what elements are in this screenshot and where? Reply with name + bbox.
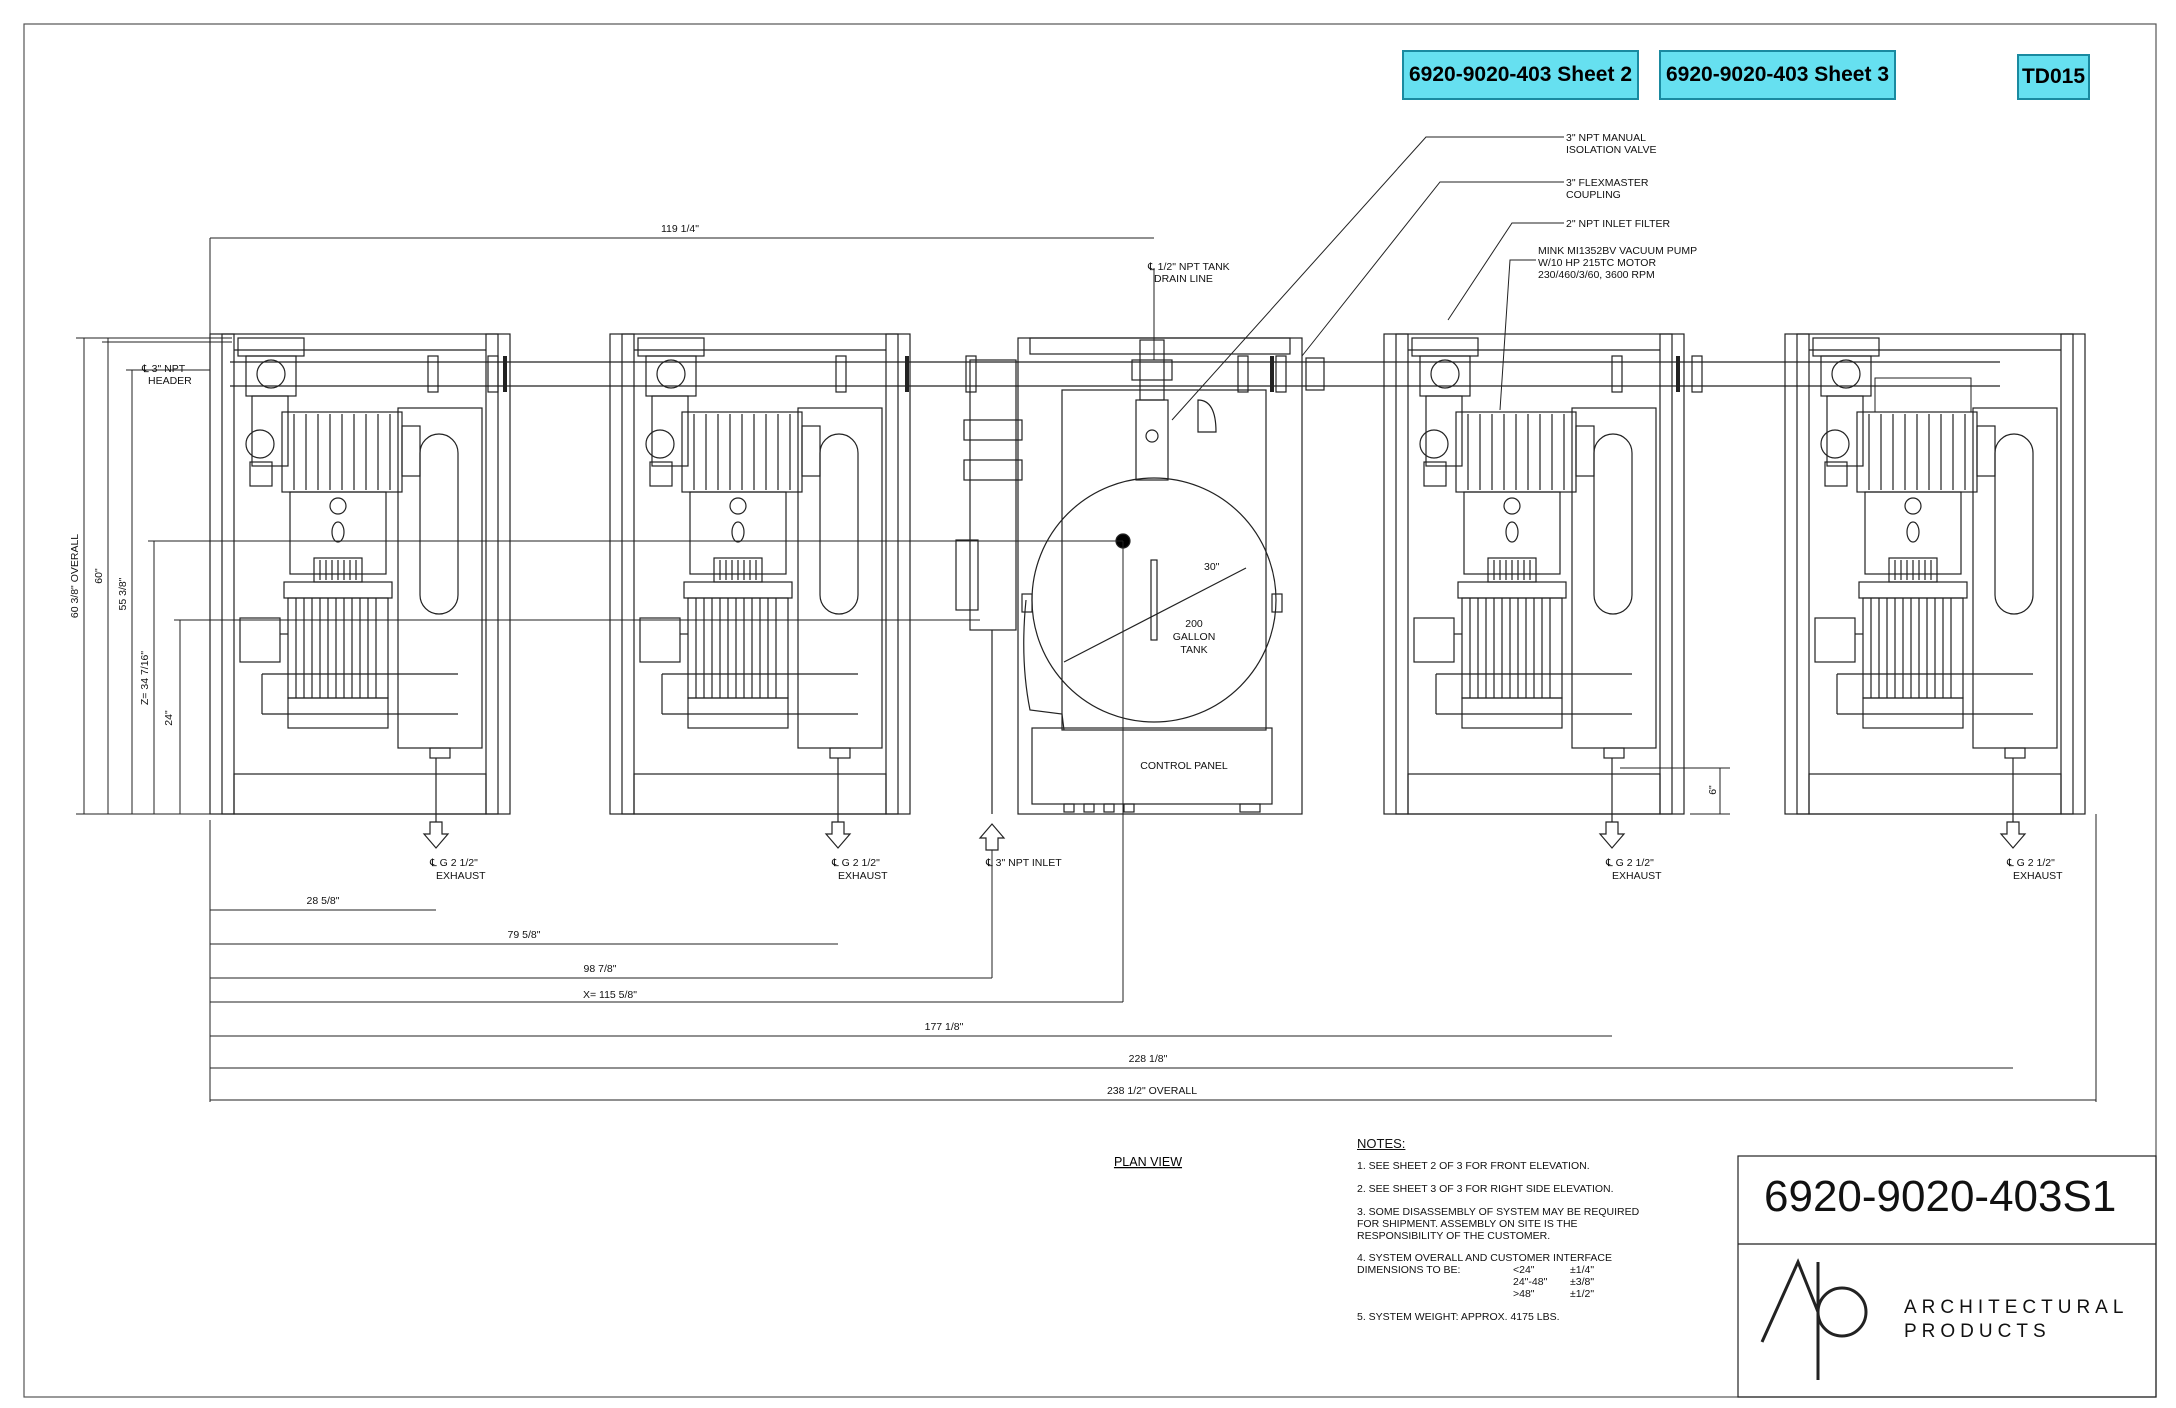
tol-range-1: <24": [1513, 1264, 1535, 1276]
note-3-line2: FOR SHIPMENT. ASSEMBLY ON SITE IS THE: [1357, 1218, 1578, 1230]
note-5: 5. SYSTEM WEIGHT: APPROX. 4175 LBS.: [1357, 1311, 1560, 1323]
notes-heading: NOTES:: [1357, 1136, 1406, 1151]
company-name-line2: PRODUCTS: [1904, 1321, 2051, 1342]
td015-link-button[interactable]: TD015: [2017, 54, 2090, 100]
title-block: [1737, 1155, 2157, 1398]
dim-h3: 98 7/8": [584, 963, 617, 975]
dim-v4: Z= 34 7/16": [139, 651, 151, 705]
dim-h7: 238 1/2" OVERALL: [1107, 1085, 1197, 1097]
tank-label-line3: TANK: [1180, 644, 1207, 656]
control-panel: [1031, 727, 1273, 813]
callout-filter: 2" NPT INLET FILTER: [1566, 218, 1671, 230]
note-1: 1. SEE SHEET 2 OF 3 FOR FRONT ELEVATION.: [1357, 1160, 1590, 1172]
tank-skid: [955, 337, 1303, 815]
callout-pump-line1: MINK MI1352BV VACUUM PUMP: [1538, 245, 1697, 257]
callout-drain-line2: DRAIN LINE: [1154, 273, 1213, 285]
dim-h1: 28 5/8": [307, 895, 340, 907]
exhaust-2-line1: ℄ G 2 1/2": [831, 857, 880, 869]
view-title: PLAN VIEW: [1114, 1155, 1182, 1169]
callout-drain-line1: ℄ 1/2" NPT TANK: [1147, 261, 1230, 273]
note-2: 2. SEE SHEET 3 OF 3 FOR RIGHT SIDE ELEVA…: [1357, 1183, 1614, 1195]
callout-labels: 3" NPT MANUAL ISOLATION VALVE 3" FLEXMAS…: [141, 132, 2063, 882]
note-3-line1: 3. SOME DISASSEMBLY OF SYSTEM MAY BE REQ…: [1357, 1206, 1640, 1218]
drawing-number: 6920-9020-403S1: [1764, 1172, 2117, 1221]
callout-header-line2: HEADER: [148, 375, 192, 387]
header-pipe: [230, 355, 2000, 393]
dim-h6: 228 1/8": [1129, 1053, 1168, 1065]
dim-right: 6": [1707, 785, 1719, 795]
callout-coupling-line1: 3" FLEXMASTER: [1566, 177, 1649, 189]
tol-range-3: >48": [1513, 1288, 1535, 1300]
callout-coupling-line2: COUPLING: [1566, 189, 1621, 201]
sheet-2-link-button[interactable]: 6920-9020-403 Sheet 2: [1402, 50, 1639, 100]
pump-skid-3: [1383, 333, 1685, 815]
callout-leaders: [1153, 136, 1564, 421]
inlet-label: ℄ 3" NPT INLET: [985, 857, 1062, 869]
callout-pump-line2: W/10 HP 215TC MOTOR: [1538, 257, 1656, 269]
dimension-labels: 119 1/4" 28 5/8" 79 5/8" 98 7/8" X= 115 …: [69, 223, 1719, 1097]
exhaust-1-line1: ℄ G 2 1/2": [429, 857, 478, 869]
exhaust-1-line2: EXHAUST: [436, 870, 486, 882]
tol-value-3: ±1/2": [1570, 1288, 1595, 1300]
tank-label-line1: 200: [1185, 618, 1203, 630]
exhaust-2-line2: EXHAUST: [838, 870, 888, 882]
pump-skid-1: [209, 333, 511, 815]
tank-label-line2: GALLON: [1173, 631, 1216, 643]
callout-valve-line2: ISOLATION VALVE: [1566, 144, 1656, 156]
exhaust-3-line2: EXHAUST: [1612, 870, 1662, 882]
exhaust-3-line1: ℄ G 2 1/2": [1605, 857, 1654, 869]
note-4-line1: 4. SYSTEM OVERALL AND CUSTOMER INTERFACE: [1357, 1252, 1612, 1264]
port-arrows: [422, 758, 2027, 851]
exhaust-4-line2: EXHAUST: [2013, 870, 2063, 882]
tol-range-2: 24"-48": [1513, 1276, 1548, 1288]
callout-pump-line3: 230/460/3/60, 3600 RPM: [1538, 269, 1655, 281]
pump-skid-2: [609, 333, 911, 815]
tol-value-1: ±1/4": [1570, 1264, 1595, 1276]
dimension-lines: [76, 237, 2097, 1102]
dim-h2: 79 5/8": [508, 929, 541, 941]
control-panel-label: CONTROL PANEL: [1140, 760, 1228, 772]
pump-skid-4: [1784, 333, 2086, 815]
tank-200-gallon: [1021, 477, 1283, 731]
tol-value-2: ±3/8": [1570, 1276, 1595, 1288]
callout-valve-line1: 3" NPT MANUAL: [1566, 132, 1646, 144]
dim-h4: X= 115 5/8": [583, 989, 637, 1001]
note-4-line2: DIMENSIONS TO BE:: [1357, 1264, 1461, 1276]
dim-v2: 60": [93, 568, 105, 584]
note-3-line3: RESPONSIBILITY OF THE CUSTOMER.: [1357, 1230, 1551, 1242]
callout-header-line1: ℄ 3" NPT: [141, 363, 186, 375]
dim-v5: 24": [163, 710, 175, 726]
sheet-3-link-button[interactable]: 6920-9020-403 Sheet 3: [1659, 50, 1896, 100]
dim-top: 119 1/4": [661, 223, 699, 235]
exhaust-4-line1: ℄ G 2 1/2": [2006, 857, 2055, 869]
dim-v3: 55 3/8": [117, 577, 129, 610]
dim-v1: 60 3/8" OVERALL: [69, 534, 81, 618]
tank-diameter-label: 30": [1204, 561, 1220, 573]
dim-h5: 177 1/8": [925, 1021, 964, 1033]
company-name-line1: ARCHITECTURAL: [1904, 1297, 2129, 1318]
